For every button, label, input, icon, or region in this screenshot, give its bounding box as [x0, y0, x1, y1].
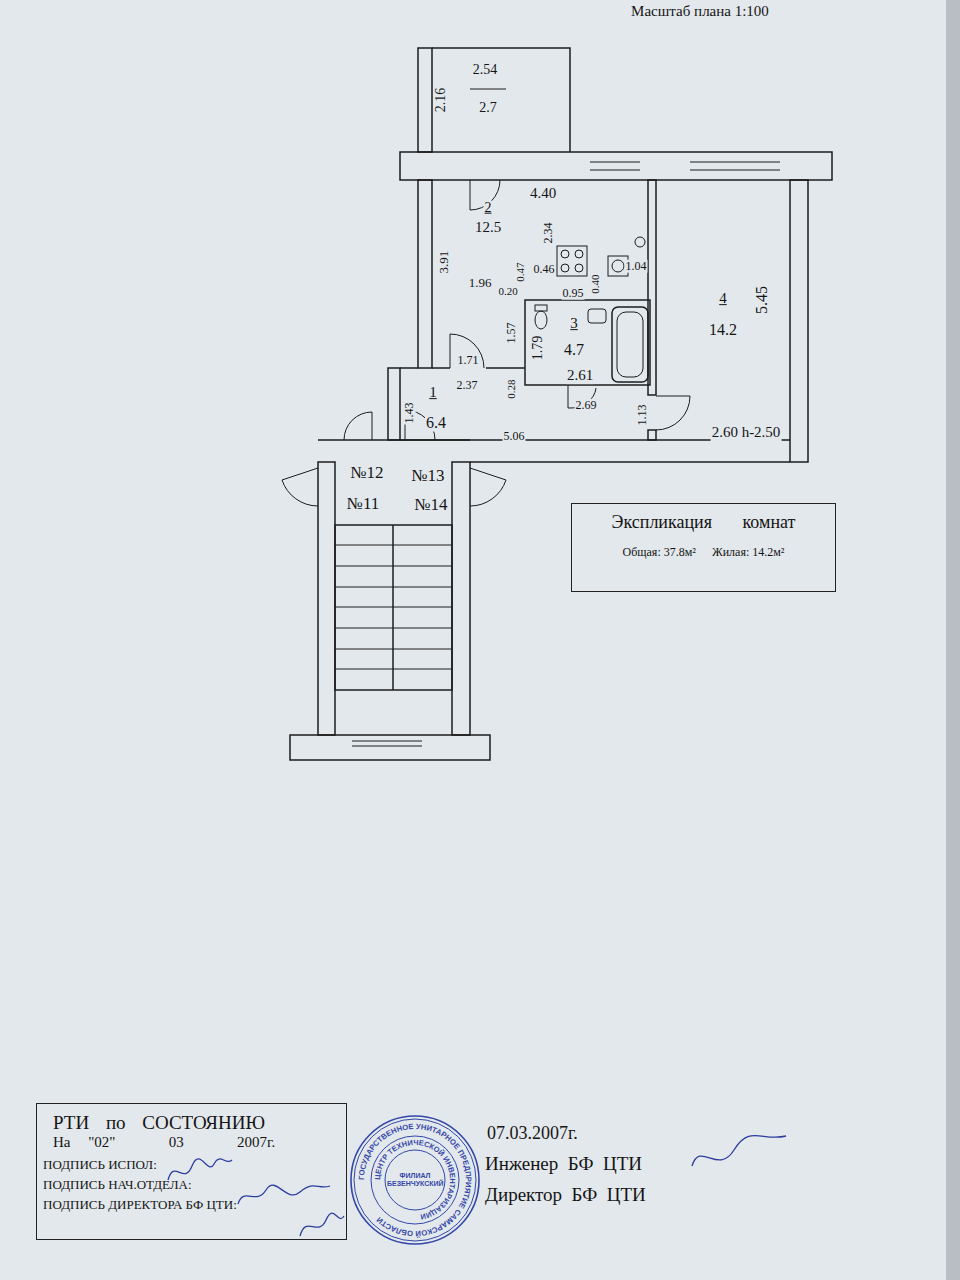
apartment-number: №14 — [413, 496, 448, 514]
dimension: 5.06 — [503, 430, 526, 443]
dimension: 5.45 — [754, 285, 771, 315]
signer-label: Инженер БФ ЦТИ — [484, 1154, 643, 1174]
dimension: 1.96 — [468, 276, 493, 290]
dimension: 3.91 — [437, 250, 451, 275]
dimension: 2.69 — [575, 399, 598, 412]
seal-text-path: ГОСУДАРСТВЕННОЕ УНИТАРНОЕ ПРЕДПРИЯТИЕ СА… — [357, 1122, 473, 1238]
dimension: 0.47 — [515, 261, 527, 282]
explication-box: Экспликация комнатОбщая: 37.8м² Жилая: 14… — [571, 503, 836, 592]
area-total: Общая: 37.8м² — [623, 545, 696, 560]
apartment-number: №12 — [349, 464, 384, 482]
seal-text: ГОСУДАРСТВЕННОЕ УНИТАРНОЕ ПРЕДПРИЯТИЕ СА… — [357, 1122, 473, 1238]
room-number: 4 — [718, 291, 728, 307]
seal-center-text: ФИЛИАЛ БЕЗЕНЧУКСКИЙ — [387, 1172, 443, 1188]
area-value: 2.7 — [478, 101, 498, 116]
area-row: Общая: 37.8м² Жилая: 14.2м² — [584, 545, 823, 560]
stamp-heading: На "02" 03 2007г. — [43, 1134, 340, 1151]
dimension: 2.37 — [456, 379, 479, 392]
apartment-number: №13 — [410, 467, 445, 485]
dimension: 0.28 — [506, 378, 518, 399]
dimension: 1.71 — [457, 354, 480, 367]
dimension: 1.13 — [636, 404, 649, 427]
seal-text: ЦЕНТР ТЕХНИЧЕСКОЙ ИНВЕНТАРИЗАЦИИ — [373, 1138, 457, 1222]
seal-ring — [371, 1136, 459, 1224]
dimension: 2.60 h-2.50 — [711, 425, 782, 441]
date-label: 07.03.2007г. — [486, 1124, 579, 1143]
signer-label: Директор БФ ЦТИ — [484, 1185, 647, 1205]
seal-text-path: ЦЕНТР ТЕХНИЧЕСКОЙ ИНВЕНТАРИЗАЦИИ — [373, 1138, 457, 1222]
dimension: 4.40 — [529, 186, 557, 202]
scale-note: Масштаб плана 1:100 — [630, 4, 770, 20]
dimension: 1.43 — [403, 402, 416, 425]
seal-circle: ГОСУДАРСТВЕННОЕ УНИТАРНОЕ ПРЕДПРИЯТИЕ СА… — [349, 1114, 481, 1246]
signature-line: ПОДПИСЬ НАЧ.ОТДЕЛА: — [43, 1175, 340, 1195]
walls — [282, 48, 832, 760]
dimension: 0.46 — [533, 263, 556, 276]
dimension: 0.40 — [590, 273, 602, 294]
dimension: 1.04 — [625, 260, 648, 273]
seal-ring — [351, 1116, 479, 1244]
room-number: 3 — [569, 316, 579, 332]
dimension: 2.54 — [472, 63, 499, 78]
dimension: 0.20 — [497, 286, 518, 298]
seal-ring — [354, 1119, 476, 1241]
page-edge — [946, 0, 960, 1280]
area-value: 4.7 — [563, 342, 585, 359]
area-value: 12.5 — [474, 220, 502, 236]
apartment-number: №11 — [346, 495, 381, 513]
box-title: Экспликация комнат — [584, 512, 823, 533]
dimension: 1.57 — [505, 322, 518, 345]
dimension: 2.61 — [566, 368, 594, 384]
area-value: 14.2 — [708, 322, 738, 339]
signature-line: ПОДПИСЬ ИСПОЛ: — [43, 1155, 340, 1175]
stamp-box: РТИ по СОСТОЯНИЮНа "02" 03 2007г. ПОДПИСЬ… — [36, 1103, 347, 1240]
stamp-heading: РТИ по СОСТОЯНИЮ — [43, 1112, 340, 1134]
area-total: Жилая: 14.2м² — [712, 545, 785, 560]
dimension: 0.95 — [562, 287, 585, 300]
room-number: 2 — [484, 201, 493, 216]
signature-line: ПОДПИСЬ ДИРЕКТОРА БФ ЦТИ: — [43, 1195, 340, 1215]
dimension: 1.79 — [531, 335, 546, 362]
signatures — [168, 1135, 786, 1236]
area-value: 6.4 — [425, 415, 447, 432]
dimension: 2.34 — [542, 222, 555, 245]
dimension: 2.16 — [434, 87, 449, 114]
room-number: 1 — [428, 385, 438, 401]
seal-ring — [385, 1150, 445, 1210]
